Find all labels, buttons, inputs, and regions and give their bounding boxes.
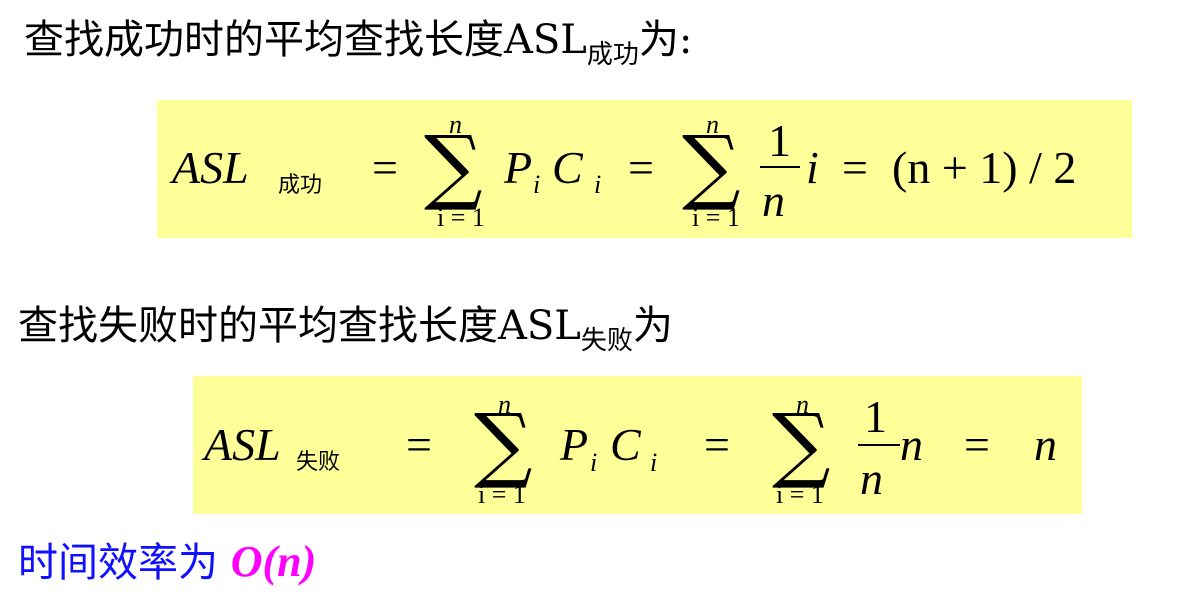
p-term: P	[560, 419, 589, 470]
p-term: P	[504, 142, 533, 193]
equals-sign: =	[406, 419, 432, 470]
fraction-numerator: 1	[864, 391, 887, 442]
fraction-denominator: n	[860, 453, 883, 504]
c-subscript: i	[650, 448, 658, 477]
asl-subscript: 成功	[278, 173, 323, 198]
p-subscript: i	[533, 170, 541, 199]
c-term: C	[552, 142, 583, 193]
conclusion-text: 时间效率为	[18, 540, 231, 586]
heading-failure: 查找失败时的平均查找长度ASL失败为	[18, 306, 673, 354]
p-subscript: i	[590, 448, 598, 477]
sum-upper-limit: n	[449, 110, 462, 139]
heading-failure-text: 查找失败时的平均查找长度ASL	[18, 303, 581, 349]
sum-upper-limit: n	[498, 390, 511, 419]
sum-upper-limit: n	[796, 390, 809, 419]
multiplier-term: n	[900, 419, 923, 470]
heading-success-sub: 成功	[586, 40, 639, 70]
formula-failure-box	[193, 376, 1082, 514]
sigma-icon: ∑	[474, 397, 533, 492]
sigma-icon: ∑	[682, 119, 741, 214]
sum-lower-limit: i = 1	[692, 203, 740, 232]
heading-failure-suffix: 为	[632, 303, 673, 349]
multiplier-term: i	[806, 142, 819, 193]
fraction-bar	[760, 166, 800, 168]
sum-lower-limit: i = 1	[437, 203, 485, 232]
heading-failure-sub: 失败	[580, 326, 633, 356]
equals-sign: =	[628, 142, 654, 193]
sum-upper-limit: n	[706, 110, 719, 139]
equals-sign: =	[964, 419, 990, 470]
heading-success-suffix: 为:	[638, 17, 693, 63]
heading-success: 查找成功时的平均查找长度ASL成功为:	[24, 20, 692, 68]
equals-sign: =	[372, 142, 398, 193]
sum-lower-limit: i = 1	[478, 480, 526, 509]
fraction-denominator: n	[762, 175, 785, 226]
formula-result: (n + 1) / 2	[892, 142, 1077, 193]
fraction-bar	[858, 444, 900, 446]
formula-success-box	[157, 100, 1132, 238]
asl-label: ASL	[172, 142, 249, 193]
equals-sign: =	[842, 142, 868, 193]
sum-lower-limit: i = 1	[776, 480, 824, 509]
heading-success-text: 查找成功时的平均查找长度ASL	[24, 17, 587, 63]
complexity-value: O(n)	[230, 537, 317, 586]
equals-sign: =	[704, 419, 730, 470]
conclusion: 时间效率为 O(n)	[18, 540, 316, 584]
formula-result: n	[1034, 419, 1057, 470]
asl-label: ASL	[204, 419, 281, 470]
asl-subscript: 失败	[296, 450, 341, 475]
c-term: C	[610, 419, 641, 470]
fraction-numerator: 1	[768, 115, 791, 166]
c-subscript: i	[594, 170, 602, 199]
sigma-icon: ∑	[424, 119, 483, 214]
sigma-icon: ∑	[772, 397, 831, 492]
